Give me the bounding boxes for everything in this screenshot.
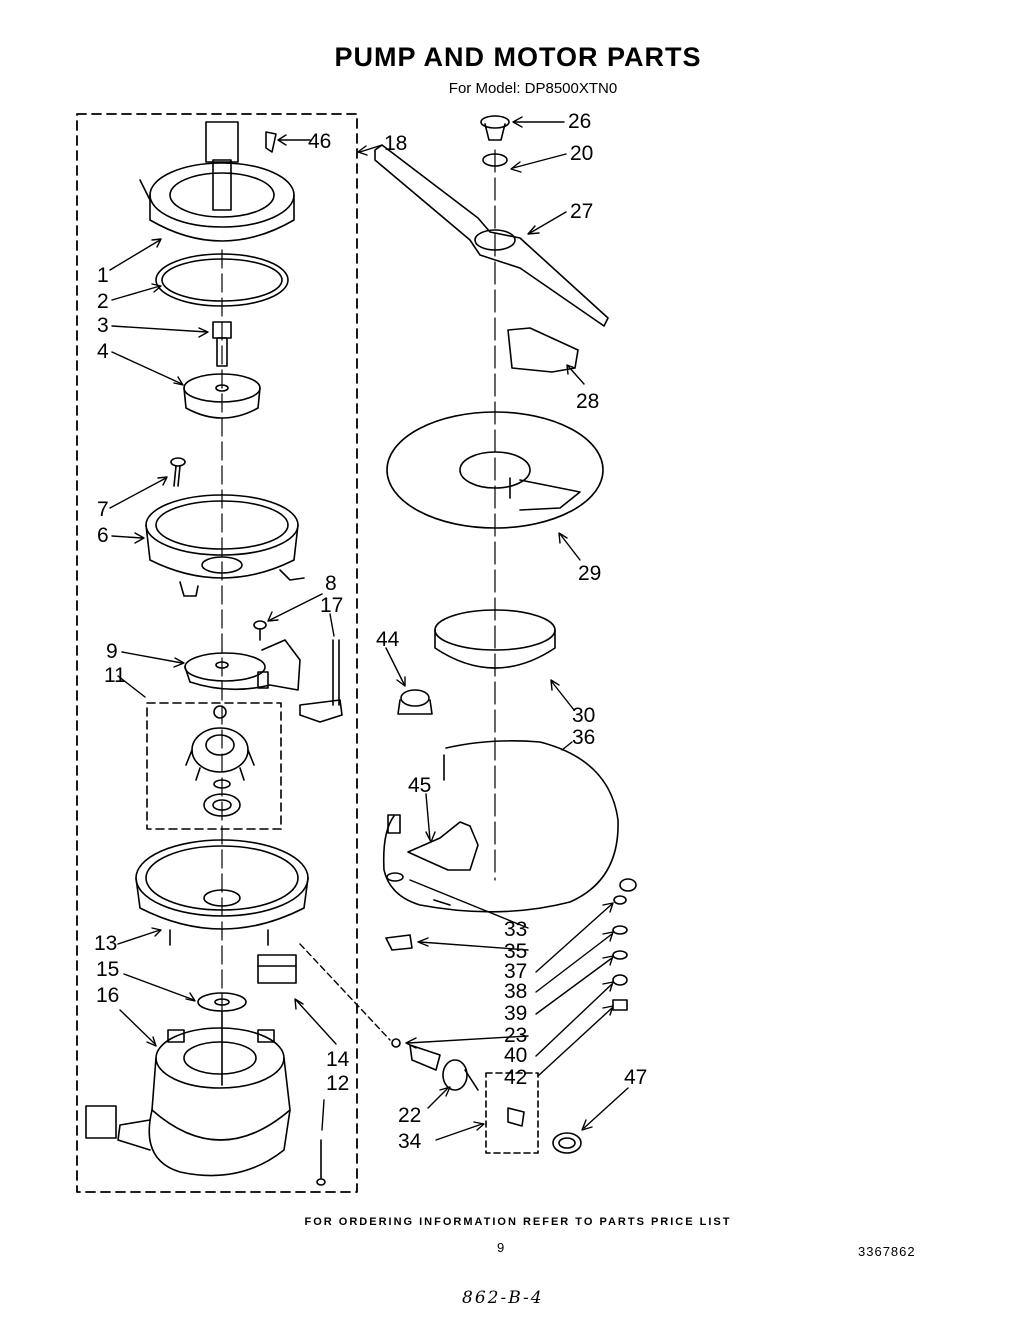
assembly-11-box <box>146 702 282 830</box>
callout-46: 46 <box>308 130 331 153</box>
part-46-clip <box>265 131 277 153</box>
callout-13: 13 <box>94 932 117 955</box>
callout-22: 22 <box>398 1104 421 1127</box>
part-29-disk <box>386 411 604 529</box>
part-1-pump-housing <box>139 121 295 242</box>
part-27-spray-arm <box>374 144 609 327</box>
callout-12: 12 <box>326 1072 349 1095</box>
part-7-screw <box>170 457 186 487</box>
callout-28: 28 <box>576 390 599 413</box>
part-15-washer <box>197 992 247 1012</box>
part-34-clip <box>507 1107 525 1127</box>
part-45-plate <box>407 821 479 871</box>
callout-39: 39 <box>504 1002 527 1025</box>
callout-29: 29 <box>578 562 601 585</box>
callout-27: 27 <box>570 200 593 223</box>
part-11-impeller <box>185 705 255 817</box>
callout-17: 17 <box>320 594 343 617</box>
callout-14: 14 <box>326 1048 350 1071</box>
part-26-cap <box>480 115 510 141</box>
callout-40: 40 <box>504 1044 527 1067</box>
part-4-cap <box>183 373 261 419</box>
page-number: 9 <box>497 1240 505 1255</box>
callout-labels: 46 18 26 20 27 1 2 3 4 28 7 6 29 8 17 44… <box>94 110 647 1153</box>
handwritten-note: 862-B-4 <box>462 1288 544 1308</box>
callout-4: 4 <box>97 340 109 363</box>
callout-45: 45 <box>408 774 431 797</box>
callout-38: 38 <box>504 980 527 1003</box>
callout-11: 11 <box>104 664 126 687</box>
part-36-heating-element <box>382 740 619 913</box>
part-3-bolt <box>212 321 232 367</box>
leader-lines <box>109 116 629 1141</box>
page-title: PUMP AND MOTOR PARTS <box>334 42 702 72</box>
part-13-motor-mount <box>135 839 309 946</box>
callout-1: 1 <box>97 264 109 287</box>
part-9-plate <box>184 639 301 691</box>
callout-18: 18 <box>384 132 407 155</box>
callout-2: 2 <box>97 290 109 313</box>
callout-36: 36 <box>572 726 595 749</box>
model-subtitle: For Model: DP8500XTN0 <box>448 80 618 97</box>
callout-35: 35 <box>504 940 527 963</box>
part-2-seal-ring <box>155 253 289 307</box>
callout-30: 30 <box>572 704 595 727</box>
assembly-18-box <box>76 113 358 1193</box>
callout-47: 47 <box>624 1066 647 1089</box>
part-17-bracket <box>299 639 343 723</box>
part-20-washer <box>482 153 508 167</box>
part-47-clamp <box>552 1132 582 1154</box>
callout-42: 42 <box>504 1066 527 1089</box>
ordering-note: FOR ORDERING INFORMATION REFER TO PARTS … <box>304 1216 732 1228</box>
callout-44: 44 <box>376 628 400 651</box>
assembly-34-box <box>485 1072 539 1154</box>
callout-26: 26 <box>568 110 591 133</box>
part-23-o-ring <box>391 1038 401 1048</box>
callout-9: 9 <box>106 640 118 663</box>
callout-3: 3 <box>97 314 109 337</box>
part-6-pump-body <box>145 494 305 597</box>
part-22-sensor <box>409 1044 479 1091</box>
callout-34: 34 <box>398 1130 422 1153</box>
callout-6: 6 <box>97 524 109 547</box>
callout-33: 33 <box>504 918 527 941</box>
part-35-bracket <box>385 934 413 951</box>
part-44-switch <box>397 689 433 715</box>
callout-16: 16 <box>96 984 119 1007</box>
document-number: 3367862 <box>858 1244 916 1259</box>
part-12-screw <box>316 1139 326 1186</box>
callout-20: 20 <box>570 142 593 165</box>
callout-23: 23 <box>504 1024 527 1047</box>
callout-37: 37 <box>504 960 527 983</box>
callout-8: 8 <box>325 572 337 595</box>
callout-7: 7 <box>97 498 109 521</box>
callout-15: 15 <box>96 958 119 981</box>
part-30-ring <box>434 609 556 669</box>
part-14-block <box>257 954 297 984</box>
part-33-washer <box>386 872 404 882</box>
parts-37-42-hardware <box>612 878 637 1011</box>
part-16-motor <box>85 1011 291 1177</box>
part-8-screw <box>253 620 267 641</box>
